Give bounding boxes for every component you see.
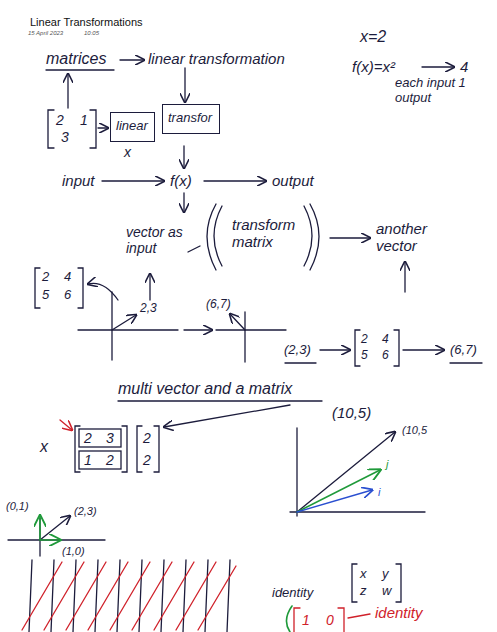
note-text: f(x)=x²: [352, 58, 395, 75]
note-text: 5: [42, 288, 49, 303]
note-text: 1: [302, 612, 310, 628]
note-text: (10,5): [332, 404, 371, 421]
note-text: 2: [42, 270, 49, 285]
page-title: Linear Transformations: [30, 16, 143, 29]
note-text: 15 April 2023: [28, 30, 63, 37]
note-text: 4: [382, 333, 389, 347]
note-text: 5: [361, 349, 368, 363]
note-text: (10,5: [402, 424, 427, 437]
note-text: matrices: [46, 50, 106, 68]
note-text: x=2: [360, 28, 386, 46]
note-text: output: [272, 172, 314, 189]
note-text: (1,0): [62, 545, 85, 558]
note-text: (2,3): [284, 343, 311, 358]
note-text: j: [386, 458, 388, 471]
note-text: z: [360, 584, 367, 599]
note-text: 6: [64, 288, 71, 303]
note-text: (6,7): [450, 343, 477, 358]
note-text: 0: [326, 612, 334, 628]
note-text: linear transformation: [148, 50, 285, 67]
note-text: each input 1 output: [395, 76, 467, 106]
note-text: 2,3: [140, 302, 157, 316]
note-text: (6,7): [206, 298, 231, 312]
note-text: 2: [143, 452, 151, 468]
sketch-box: transfor: [162, 104, 220, 134]
note-text: transform matrix: [232, 216, 302, 251]
note-text: vector as input: [126, 224, 184, 256]
note-text: input: [62, 172, 95, 189]
note-text: 4: [64, 270, 71, 285]
note-text: x: [124, 144, 131, 160]
note-text: 6: [382, 349, 389, 363]
note-text: identity: [272, 586, 313, 601]
box-label: transfor: [168, 111, 212, 126]
box-label: linear: [116, 119, 148, 134]
note-text: x: [40, 438, 48, 456]
note-text: 2: [143, 430, 151, 446]
note-text: x: [360, 567, 367, 582]
sketch-box: linear: [110, 112, 155, 142]
note-text: w: [382, 584, 391, 599]
note-text: (0,1): [6, 500, 29, 513]
note-text: 2: [84, 430, 92, 446]
note-text: 2: [106, 452, 114, 468]
note-text: multi vector and a matrix: [118, 380, 292, 398]
note-text: f(x): [170, 172, 192, 189]
note-text: 2: [56, 112, 64, 128]
note-text: 2: [361, 333, 368, 347]
note-text: identity: [375, 604, 423, 621]
note-text: (2,3): [74, 505, 97, 518]
note-text: 4: [460, 58, 468, 75]
note-text: i: [378, 486, 380, 499]
note-text: 3: [106, 430, 114, 446]
note-text: y: [382, 567, 389, 582]
note-text: 1: [80, 112, 88, 128]
note-text: 10:05: [84, 30, 99, 37]
note-text: 1: [84, 452, 92, 468]
note-text: 3: [61, 129, 69, 145]
note-text: another vector: [376, 220, 442, 255]
